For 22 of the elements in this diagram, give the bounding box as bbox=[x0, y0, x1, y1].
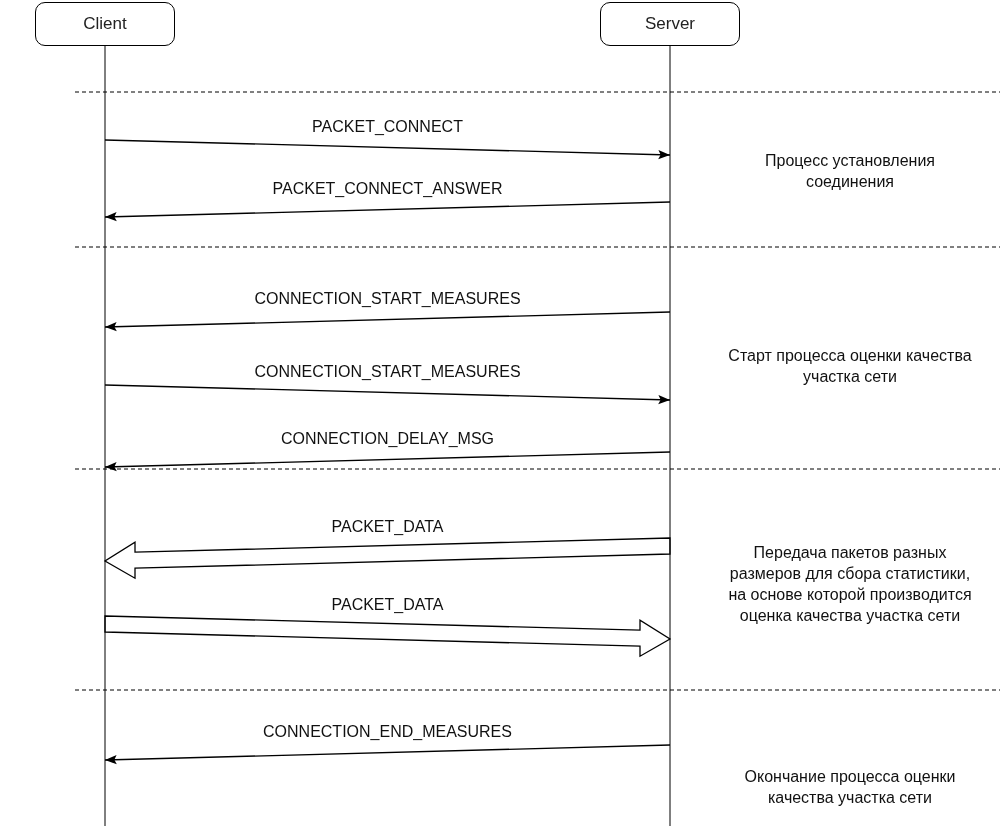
message-label: PACKET_CONNECT_ANSWER bbox=[272, 179, 503, 198]
section-note: Окончание процесса оценки качества участка сети bbox=[743, 767, 957, 808]
message-arrow bbox=[104, 615, 672, 658]
participant-name: Server bbox=[644, 14, 696, 34]
message-arrow bbox=[104, 311, 671, 332]
section-note: Процесс установления соединения bbox=[764, 151, 936, 192]
section-note: Передача пакетов разных размеров для сбора статистики, на основе которой производится оценка качества участка сети bbox=[727, 543, 973, 626]
message-arrow bbox=[104, 384, 671, 405]
message-arrow bbox=[104, 744, 671, 765]
message-label: CONNECTION_START_MEASURES bbox=[254, 289, 521, 308]
message-arrow bbox=[103, 537, 671, 580]
message-arrow bbox=[104, 201, 671, 222]
message-label: PACKET_CONNECT bbox=[312, 117, 463, 136]
message-label: CONNECTION_START_MEASURES bbox=[254, 362, 521, 381]
message-arrow bbox=[104, 451, 671, 472]
section-note: Старт процесса оценки качества участка сети bbox=[727, 346, 973, 387]
message-label: PACKET_DATA bbox=[331, 595, 444, 614]
message-label: CONNECTION_DELAY_MSG bbox=[280, 429, 495, 448]
message-label: PACKET_DATA bbox=[331, 517, 444, 536]
participant-name: Client bbox=[83, 14, 127, 34]
message-arrow bbox=[104, 139, 671, 160]
message-label: CONNECTION_END_MEASURES bbox=[263, 722, 512, 741]
